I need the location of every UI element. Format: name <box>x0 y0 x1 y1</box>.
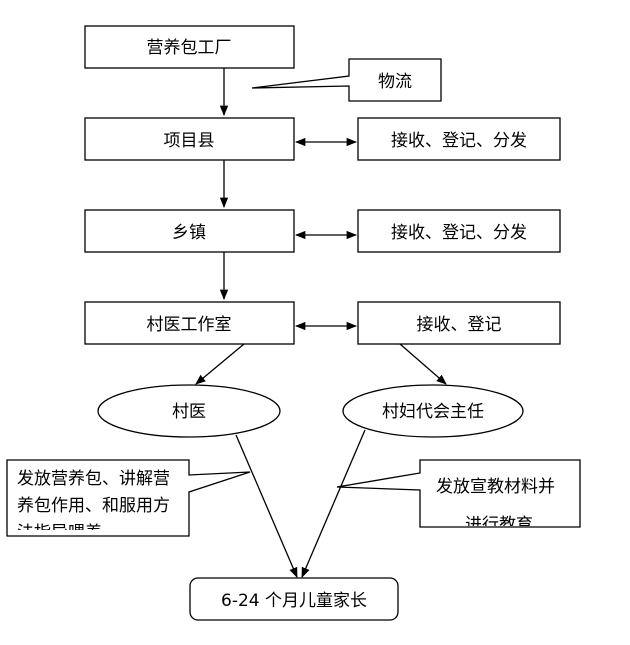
connectors <box>195 68 447 578</box>
women-task-text: 发放宣教材料并 进行教育 <box>436 477 555 535</box>
parents-label: 6-24 个月儿童家长 <box>221 591 367 611</box>
logistics-label: 物流 <box>378 72 412 92</box>
women-task-callout <box>336 459 581 528</box>
women-task-line1: 发放宣教材料并 <box>436 477 555 497</box>
clinic-box <box>84 301 295 345</box>
arrow-clinic-to-doctor <box>195 343 245 385</box>
women-task-line2: 进行教育 <box>465 515 533 535</box>
county-box <box>84 117 295 161</box>
doctor-ellipse <box>97 384 281 438</box>
doctor-task-text: 发放营养包、讲解营 养包作用、和服用方 法指导喂养 <box>17 469 170 543</box>
town-label: 乡镇 <box>172 223 206 243</box>
county-label: 项目县 <box>164 131 215 151</box>
county-task-box <box>357 117 561 161</box>
arrow-women-to-parents <box>301 429 366 578</box>
arrow-doctor-to-parents <box>235 434 298 578</box>
town-task-label: 接收、登记、分发 <box>391 223 527 243</box>
clinic-task-box <box>357 301 561 345</box>
doctor-task-callout <box>6 459 251 537</box>
clinic-task-label: 接收、登记 <box>417 315 502 335</box>
doctor-task-line2: 养包作用、和服用方 <box>17 496 170 516</box>
women-director-label: 村妇代会主任 <box>382 402 484 422</box>
town-box <box>84 209 295 253</box>
parents-box <box>189 577 399 621</box>
logistics-callout <box>251 58 442 102</box>
county-task-label: 接收、登记、分发 <box>391 131 527 151</box>
doctor-task-line3: 法指导喂养 <box>17 523 102 543</box>
arrow-clinic-to-women <box>399 343 447 385</box>
factory-box <box>84 25 295 69</box>
factory-label: 营养包工厂 <box>147 38 232 58</box>
doctor-task-line1: 发放营养包、讲解营 <box>17 469 170 489</box>
town-task-box <box>357 209 561 253</box>
doctor-label: 村医 <box>172 402 206 422</box>
women-director-ellipse <box>342 384 524 438</box>
clinic-label: 村医工作室 <box>147 315 232 335</box>
